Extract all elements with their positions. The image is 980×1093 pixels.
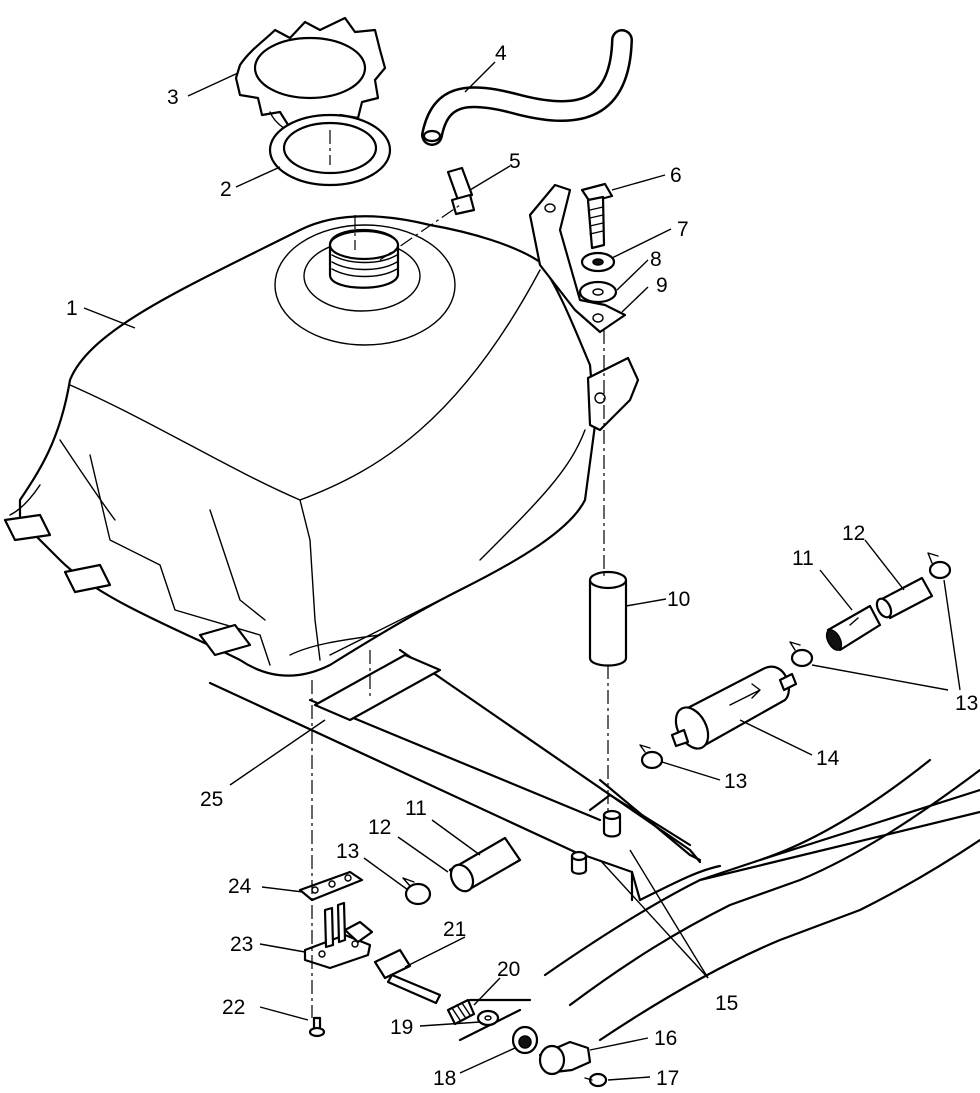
valve-knob — [373, 948, 442, 1005]
callout-6: 6 — [670, 164, 682, 187]
callout-22: 22 — [222, 996, 245, 1019]
connector-tube-lower — [449, 863, 475, 893]
spacer-tube — [588, 570, 628, 667]
callout-13-filter: 13 — [724, 770, 747, 793]
callout-16: 16 — [654, 1027, 677, 1050]
callout-11-upper: 11 — [792, 547, 814, 570]
callout-1: 1 — [66, 297, 78, 320]
fuel-tank — [3, 215, 640, 677]
hose-clamp-upper-left — [789, 641, 814, 668]
rubber-bumper-rear — [570, 850, 588, 875]
rubber-bumper-front — [602, 809, 622, 838]
callout-17: 17 — [656, 1067, 679, 1090]
callout-15: 15 — [715, 992, 738, 1015]
callout-13-right: 13 — [955, 692, 978, 715]
callout-21: 21 — [443, 918, 466, 941]
callout-12-lower: 12 — [368, 816, 391, 839]
clamp-screw — [584, 1072, 608, 1088]
callout-3: 3 — [167, 86, 179, 109]
callout-20: 20 — [497, 958, 520, 981]
callout-11-lower: 11 — [405, 797, 427, 820]
valve-washer — [476, 1009, 500, 1027]
callout-2: 2 — [220, 178, 232, 201]
mounting-bolt — [580, 182, 614, 250]
callout-18: 18 — [433, 1067, 456, 1090]
callout-19: 19 — [390, 1016, 413, 1039]
callout-7: 7 — [677, 218, 689, 241]
flat-washer — [578, 280, 618, 304]
tank-bracket — [528, 183, 627, 334]
callout-12-upper: 12 — [842, 522, 865, 545]
valve-screw — [308, 1016, 326, 1038]
callout-14: 14 — [816, 747, 840, 770]
callout-25: 25 — [200, 788, 223, 811]
callout-13-lower: 13 — [336, 840, 359, 863]
centerlines — [311, 130, 609, 1018]
cable-clamp — [538, 1040, 592, 1076]
fuel-filter — [670, 665, 798, 750]
frame-rails — [208, 648, 980, 1042]
gas-cap — [234, 16, 387, 137]
callout-labels: 1 2 3 4 5 6 7 8 9 10 11 12 13 14 13 25 1… — [66, 42, 978, 1090]
valve-spring — [446, 998, 476, 1026]
hose-clamp-upper-right — [927, 552, 952, 580]
callout-10: 10 — [667, 588, 690, 611]
tank-pad — [313, 653, 442, 722]
grommet — [511, 1025, 539, 1055]
fuel-hose-upper — [875, 576, 934, 620]
vent-hose — [421, 29, 633, 146]
callout-4: 4 — [495, 42, 507, 65]
fuel-valve — [303, 901, 374, 970]
hose-clamp-filter — [639, 744, 664, 770]
valve-plate — [298, 870, 364, 902]
leader-lines — [83, 61, 961, 1081]
lock-washer — [580, 251, 616, 273]
connector-tube-upper — [825, 604, 882, 652]
callout-9: 9 — [656, 274, 668, 297]
callout-23: 23 — [230, 933, 253, 956]
vent-fitting — [446, 166, 476, 216]
callout-24: 24 — [228, 875, 252, 898]
callout-5: 5 — [509, 150, 521, 173]
callout-8: 8 — [650, 248, 662, 271]
hose-clamp-lower — [402, 877, 432, 906]
